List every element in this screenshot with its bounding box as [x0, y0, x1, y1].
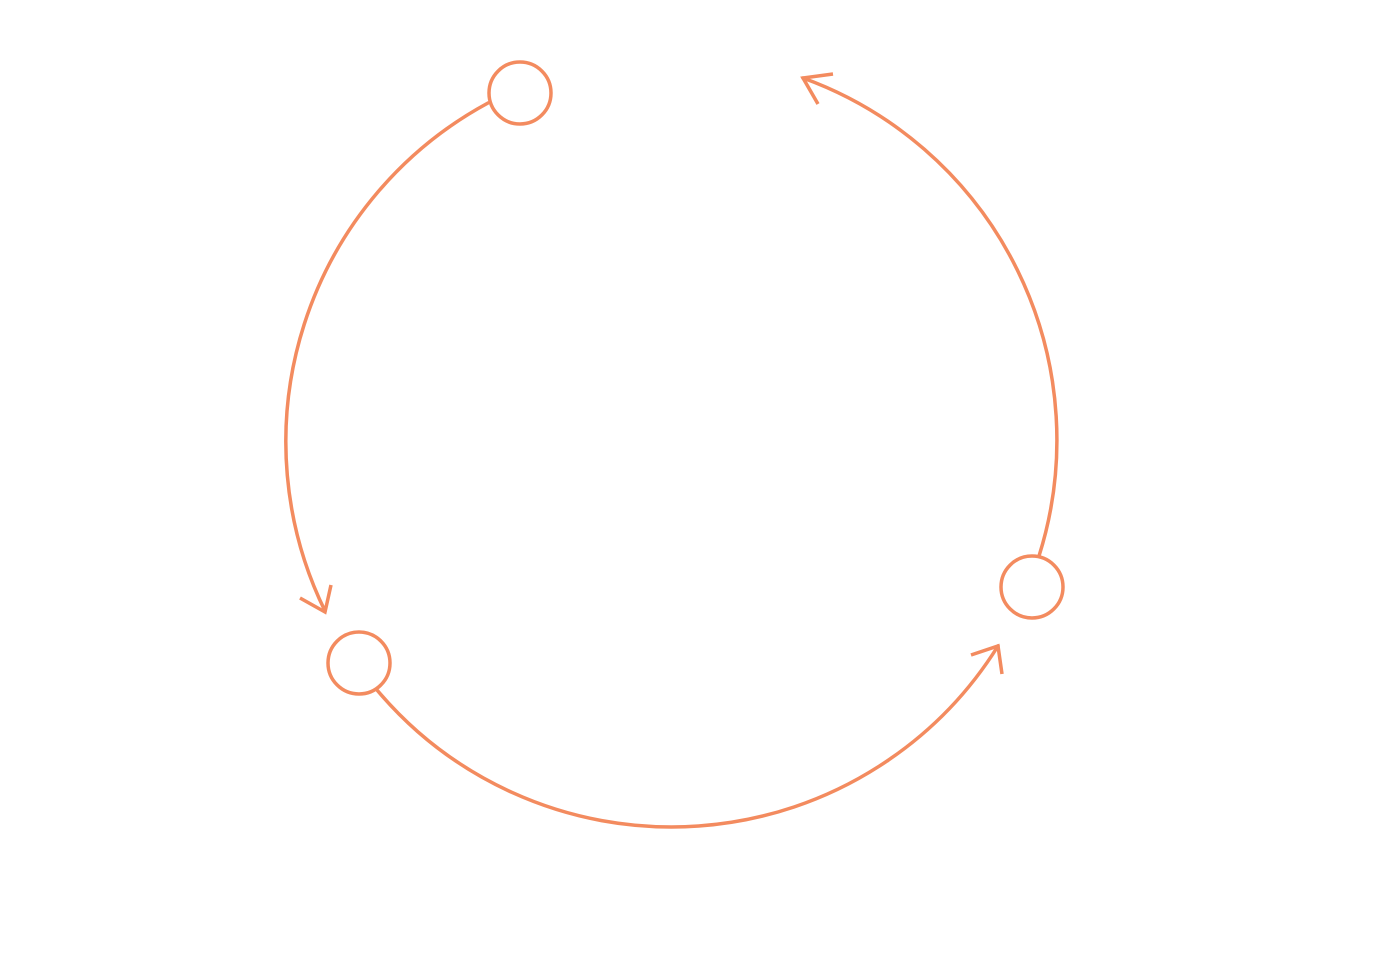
edge-right-to-top: [800, 72, 1059, 558]
edge-bottom-left-to-right: [375, 643, 1004, 829]
arc-right: [801, 76, 1059, 558]
arrowhead-right: [970, 643, 1004, 675]
node-top: [487, 60, 553, 126]
edge-top-to-bottom-left: [284, 101, 490, 615]
arrowhead-top: [800, 72, 834, 105]
arc-bottom: [375, 644, 1000, 829]
node-bottom-left: [326, 630, 392, 696]
arc-left: [284, 101, 490, 613]
node-right: [999, 554, 1065, 620]
arrowhead-bottom-left: [299, 584, 333, 615]
